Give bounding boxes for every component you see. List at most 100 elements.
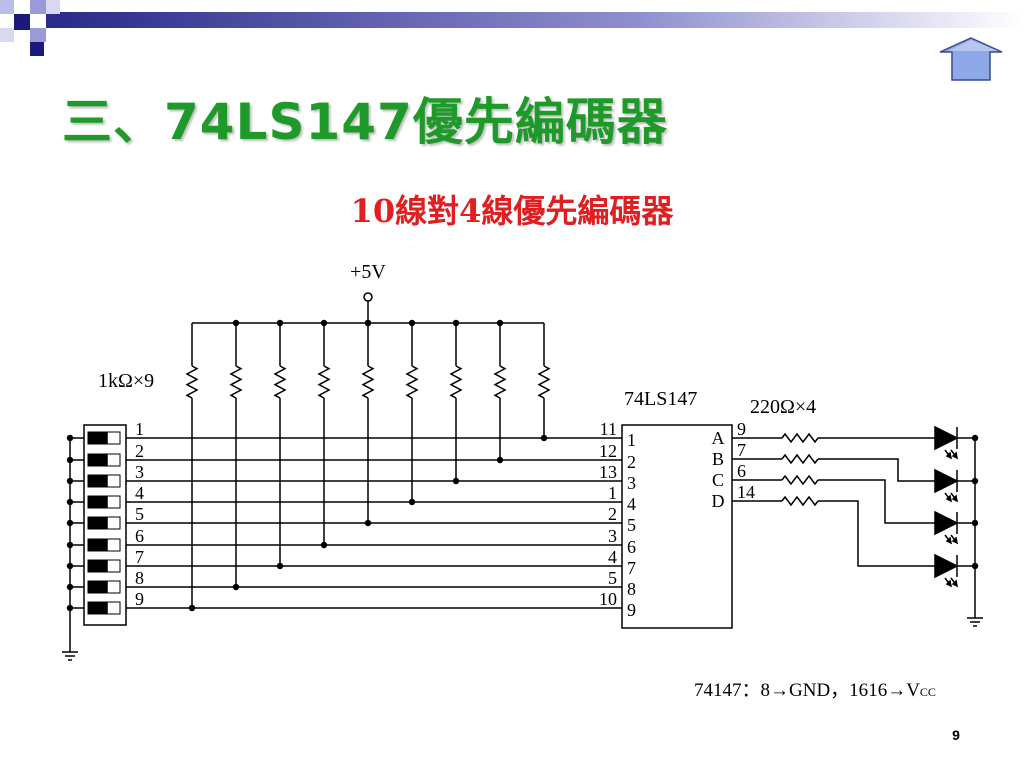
junction-dot (452, 319, 460, 327)
ic-input-name: 7 (627, 558, 636, 578)
corner-decoration (0, 0, 1024, 56)
resistor-symbol (537, 365, 551, 399)
ic-input-pin-number: 2 (608, 504, 617, 524)
junction-dot (66, 498, 74, 506)
ic-input-pin-number: 5 (608, 568, 617, 588)
junction-dot (364, 519, 372, 527)
ic-input-name: 6 (627, 537, 636, 557)
junction-dot (66, 583, 74, 591)
corner-square (30, 28, 46, 42)
resistor-symbol (781, 474, 819, 486)
pin-note-vcc-sub: CC (920, 685, 936, 699)
resistor-symbol (493, 365, 507, 399)
page-title: 三、74LS147優先編碼器 (62, 93, 668, 151)
switch-lever (88, 560, 108, 572)
wire (818, 500, 935, 567)
led-light-arrow (945, 494, 953, 503)
junction-dot (320, 319, 328, 327)
resistor-symbol (317, 365, 331, 399)
junction-dot (540, 434, 548, 442)
pin-note-gnd: GND，16 (789, 680, 868, 701)
switch-number: 4 (135, 483, 144, 503)
resistor-symbol (185, 365, 199, 399)
junction-dot (276, 319, 284, 327)
resistor-symbol (361, 365, 375, 399)
junction-dot (66, 519, 74, 527)
corner-square (30, 0, 46, 14)
ic-output-pin-number: 7 (737, 440, 746, 460)
led-icon (934, 510, 959, 536)
header-bar (60, 12, 1024, 28)
corner-square (14, 14, 30, 30)
arrow-icon: → (887, 680, 906, 701)
corner-square (0, 28, 14, 42)
ic-output-name: D (712, 491, 725, 511)
switch-number: 8 (135, 568, 144, 588)
switch-number: 2 (135, 441, 144, 461)
junction-dot (188, 604, 196, 612)
junction-dot (496, 319, 504, 327)
corner-square (46, 0, 60, 14)
supply-label: +5V (350, 261, 386, 283)
supply-terminal (363, 292, 373, 302)
resistor-symbol (405, 365, 419, 399)
switch-lever (88, 496, 108, 508)
resistor-symbol (781, 495, 819, 507)
ic-input-pin-number: 4 (608, 547, 617, 567)
resistor-symbol (781, 432, 819, 444)
junction-dot (496, 456, 504, 464)
led-light-arrow (951, 451, 959, 460)
ic-input-pin-number: 1 (608, 483, 617, 503)
resistor-symbol (273, 365, 287, 399)
arrow-icon: → (770, 680, 789, 701)
ic-input-name: 1 (627, 430, 636, 450)
ic-input-pin-number: 3 (608, 526, 617, 546)
switch-number: 3 (135, 462, 144, 482)
switch-number: 7 (135, 547, 144, 567)
led-icon (934, 425, 959, 451)
resistor-symbol (449, 365, 463, 399)
ic-input-name: 4 (627, 494, 636, 514)
switch-lever (88, 602, 108, 614)
ic-74ls147 (621, 424, 733, 629)
ic-input-pin-number: 10 (599, 589, 617, 609)
ic-input-name: 9 (627, 600, 636, 620)
pullup-resistor-label: 1kΩ×9 (98, 370, 154, 392)
led-light-arrow (945, 579, 953, 588)
ic-input-pin-number: 11 (600, 419, 617, 439)
wire (818, 479, 935, 524)
junction-dot (971, 562, 979, 570)
resistor-symbol (229, 365, 243, 399)
switch-lever (88, 454, 108, 466)
up-arrow-icon[interactable] (938, 36, 1004, 82)
junction-dot (66, 456, 74, 464)
junction-dot (276, 562, 284, 570)
junction-dot (66, 434, 74, 442)
page-number: 9 (952, 727, 960, 743)
junction-dot (320, 541, 328, 549)
led-light-arrow (945, 451, 953, 460)
switch-number: 9 (135, 589, 144, 609)
junction-dot (232, 583, 240, 591)
junction-dot (971, 477, 979, 485)
ic-output-pin-number: 6 (737, 461, 746, 481)
led-icon (934, 553, 959, 579)
junction-dot (408, 498, 416, 506)
ic-input-pin-number: 12 (599, 441, 617, 461)
switch-lever (88, 539, 108, 551)
ic-label: 74LS147 (624, 388, 697, 410)
led-icon (934, 468, 959, 494)
switch-lever (88, 581, 108, 593)
corner-square (46, 14, 60, 28)
switch-number: 1 (135, 419, 144, 439)
output-resistor-label: 220Ω×4 (750, 396, 816, 418)
led-light-arrow (951, 536, 959, 545)
junction-dot (452, 477, 460, 485)
junction-dot (971, 434, 979, 442)
junction-dot (66, 562, 74, 570)
junction-dot (66, 541, 74, 549)
junction-dot (66, 477, 74, 485)
ic-input-name: 2 (627, 452, 636, 472)
ic-output-name: A (712, 428, 725, 448)
switch-number: 5 (135, 504, 144, 524)
